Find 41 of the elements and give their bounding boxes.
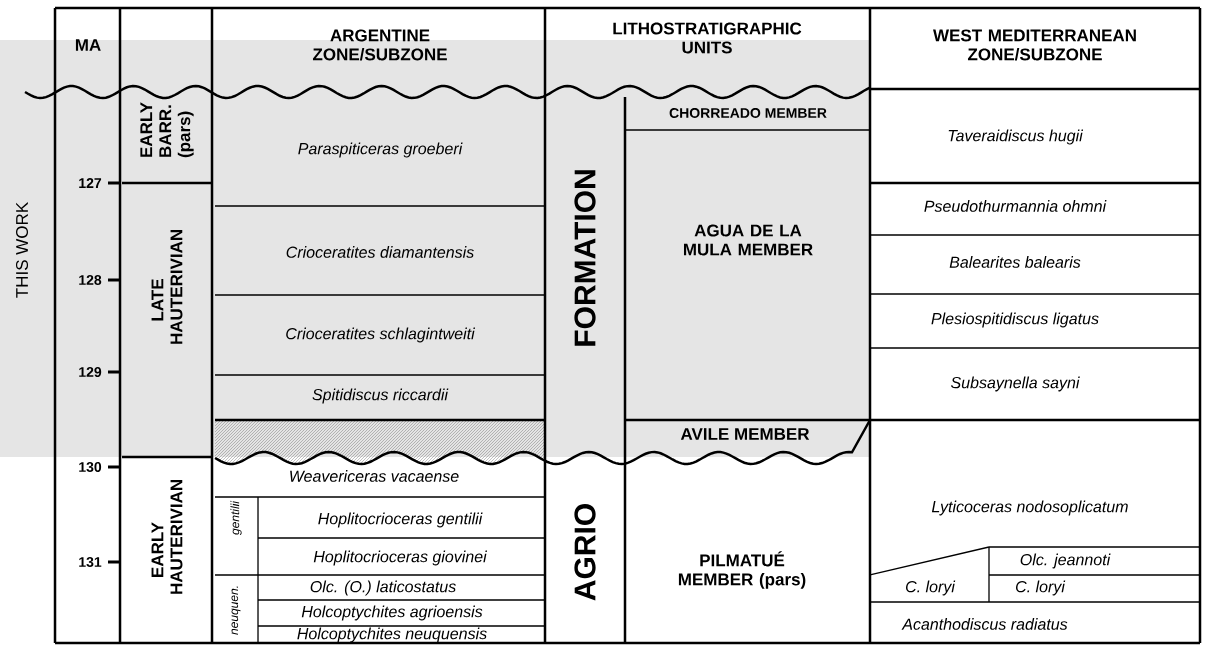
unit-name: EARLY HAUTERIVIAN (151, 479, 183, 594)
column-header: LITHOSTRATIGRAPHIC UNITS (613, 22, 802, 54)
column-header: ARGENTINE ZONE/SUBZONE (313, 29, 447, 61)
age-tick-label: 130 (79, 462, 102, 472)
unit-name: AVILE MEMBER (680, 428, 810, 440)
age-tick-label: 127 (79, 178, 102, 188)
unit-name: CHORREADO MEMBER (669, 108, 827, 118)
formation-name: FORMATION (574, 170, 596, 346)
unit-name: EARLY BARR. (pars) (140, 102, 194, 158)
zone-name: Acanthodiscus radiatus (901, 618, 1068, 630)
zone-name: Subsaynella sayni (950, 376, 1080, 392)
subzone-name: neuquen. (231, 586, 241, 635)
age-tick-label: 129 (79, 367, 102, 377)
zone-name: Weavericeras vacaense (290, 470, 459, 482)
zone-name: Plesiospitidiscus ligatus (931, 312, 1099, 328)
formation-name: AGRIO (574, 504, 596, 601)
side-label: THIS WORK (16, 202, 29, 298)
zone-name: Holcoptychites neuquensis (297, 627, 487, 643)
zone-name: Olc. jeannoti (1020, 553, 1111, 569)
zone-name: Olc. (O.) laticostatus (310, 580, 456, 596)
unit-name: LATE HAUTERIVIAN (151, 230, 183, 344)
column-header: MA (75, 39, 101, 51)
zone-name: Taveraidiscus hugii (948, 129, 1084, 145)
zone-name: Lyticoceras nodosoplicatum (931, 500, 1128, 516)
zone-name: Hoplitocrioceras giovinei (313, 550, 488, 566)
zone-name: C. loryi (1016, 580, 1066, 596)
column-header: WEST MEDITERRANEAN ZONE/SUBZONE (933, 29, 1136, 61)
zone-name: Crioceratites diamantensis (286, 246, 474, 258)
zone-name: Hoplitocrioceras gentilii (318, 512, 483, 528)
zone-name: Balearites balearis (949, 256, 1081, 268)
zone-name: Holcoptychites agrioensis (301, 605, 483, 621)
zone-name: Paraspiticeras groeberi (298, 142, 463, 158)
unit-name: AGUA DE LA MULA MEMBER (684, 224, 813, 256)
age-tick-label: 128 (79, 275, 102, 285)
age-tick-label: 131 (79, 557, 102, 567)
subzone-name: gentilii (230, 500, 242, 535)
zone-name: Pseudothurmannia ohmni (924, 200, 1107, 212)
zone-name: C. loryi (906, 580, 956, 596)
zone-name: Spitidiscus riccardii (312, 388, 449, 404)
zone-name: Crioceratites schlagintweiti (286, 327, 476, 343)
unit-name: PILMATUÉ MEMBER (pars) (678, 551, 806, 589)
